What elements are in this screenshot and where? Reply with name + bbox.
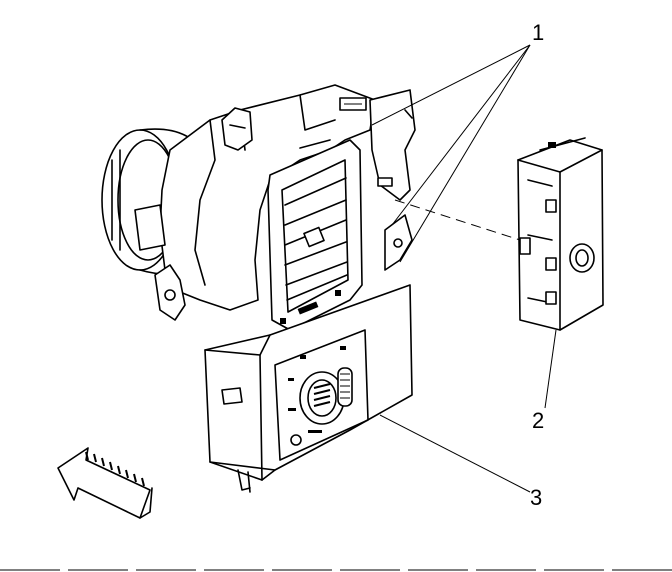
alignment-line	[394, 199, 521, 241]
vent-duct-assembly	[101, 84, 416, 331]
callout-1: 1	[532, 20, 544, 45]
control-module	[517, 137, 604, 331]
callout-2: 2	[532, 408, 544, 433]
control-panel-assembly	[204, 284, 413, 493]
leader-lines	[371, 44, 557, 493]
callout-3: 3	[530, 485, 542, 510]
front-direction-arrow	[57, 447, 153, 519]
